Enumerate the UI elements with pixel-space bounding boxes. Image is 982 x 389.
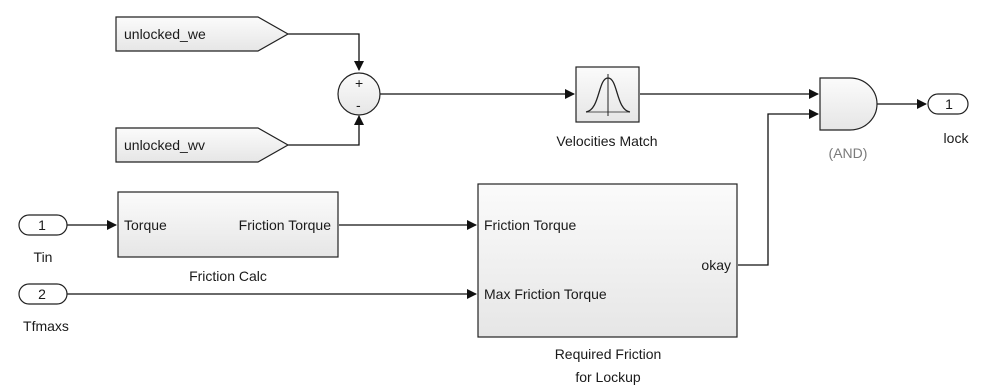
line-okay-to-and[interactable]	[738, 109, 819, 266]
required-friction-input-max-friction-torque: Max Friction Torque	[484, 286, 607, 302]
inport-tin-name: Tin	[34, 249, 53, 265]
outport-lock[interactable]: 1 lock	[927, 93, 970, 146]
inport-tfmaxs[interactable]: 2 Tfmaxs	[18, 283, 69, 334]
required-friction-input-friction-torque: Friction Torque	[484, 217, 577, 233]
required-friction-label-line1: Required Friction	[555, 346, 662, 362]
sum-plus-sign: +	[355, 75, 363, 91]
inport-tfmaxs-name: Tfmaxs	[23, 318, 69, 334]
required-friction-block[interactable]: Friction Torque Max Friction Torque okay…	[477, 183, 738, 385]
sum-block[interactable]: + -	[337, 72, 381, 116]
friction-calc-block[interactable]: Torque Friction Torque Friction Calc	[117, 191, 339, 284]
friction-calc-input-port: Torque	[124, 217, 167, 233]
and-label: (AND)	[829, 145, 868, 161]
required-friction-label-line2: for Lockup	[575, 369, 641, 385]
goto-unlocked-we-label: unlocked_we	[124, 26, 206, 42]
friction-calc-label: Friction Calc	[189, 268, 267, 284]
goto-unlocked-wv[interactable]: unlocked_wv	[115, 127, 290, 163]
and-block[interactable]: (AND)	[819, 77, 878, 161]
goto-unlocked-wv-label: unlocked_wv	[124, 137, 205, 153]
sum-minus-sign: -	[356, 97, 361, 113]
velocities-match-label: Velocities Match	[556, 133, 657, 149]
outport-lock-name: lock	[944, 130, 970, 146]
goto-unlocked-we[interactable]: unlocked_we	[115, 16, 290, 52]
velocities-match-block[interactable]: Velocities Match	[556, 66, 658, 149]
outport-lock-number: 1	[945, 96, 953, 112]
friction-calc-output-port: Friction Torque	[239, 217, 332, 233]
inport-tin[interactable]: 1 Tin	[18, 214, 68, 265]
required-friction-output-okay: okay	[701, 257, 731, 273]
inport-tfmaxs-number: 2	[38, 286, 46, 302]
line-we-to-sum[interactable]	[288, 33, 364, 71]
inport-tin-number: 1	[38, 217, 46, 233]
signal-lines	[67, 33, 927, 299]
bell-curve-icon	[585, 74, 631, 116]
line-wv-to-sum[interactable]	[288, 115, 364, 146]
